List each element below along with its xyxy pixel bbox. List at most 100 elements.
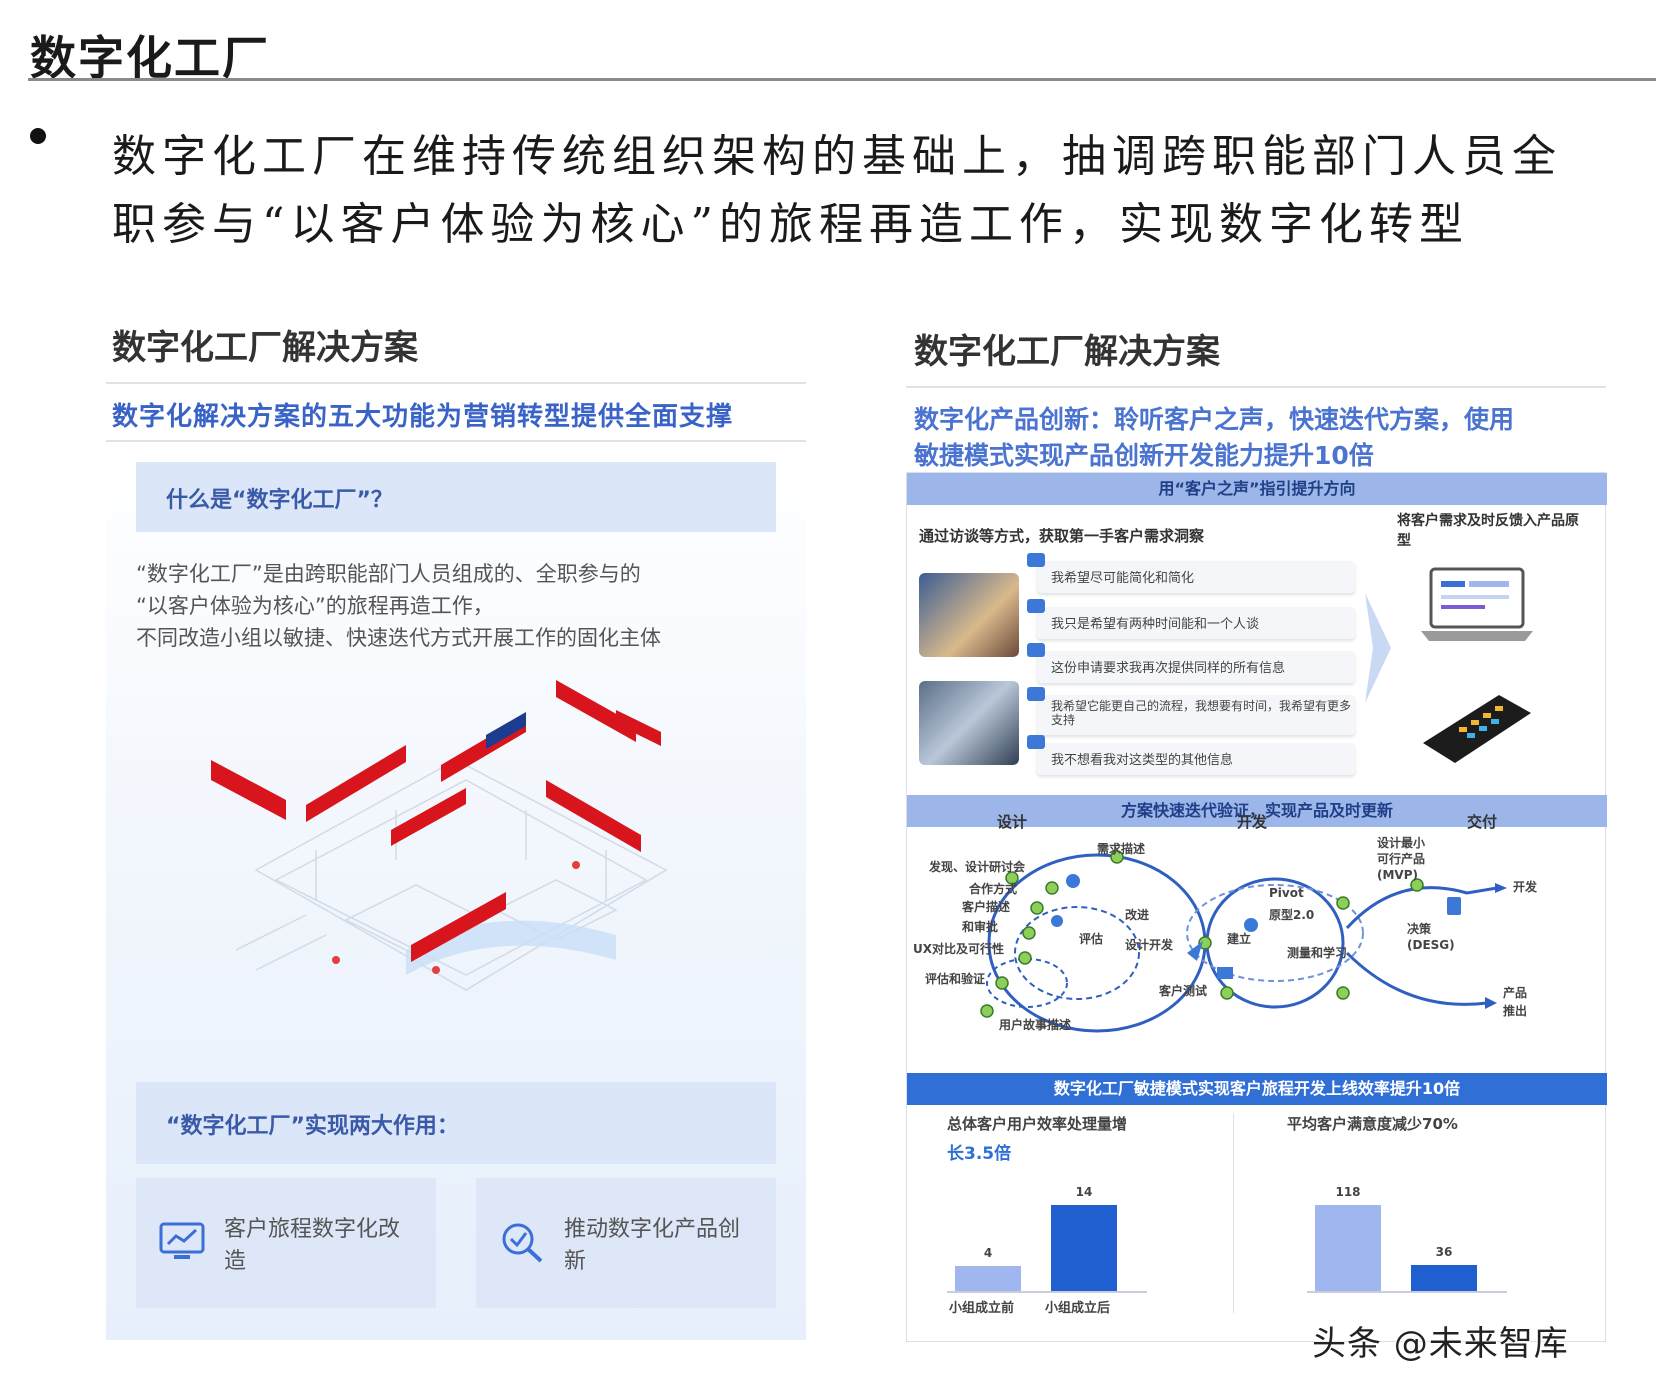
interview-caption: 通过访谈等方式，获取第一手客户需求洞察 <box>919 527 1205 545</box>
loop-label: 客户测试 <box>1158 983 1207 998</box>
chart-category-label: 小组成立后 <box>1045 1301 1111 1316</box>
what-is-box: 什么是“数字化工厂”？ <box>136 462 776 532</box>
laptop-icon <box>1421 567 1533 641</box>
role-card-product: 推动数字化产品创新 <box>476 1178 776 1308</box>
bullet-text-line-2: 职参与“以客户体验为核心”的旅程再造工作，实现数字化转型 <box>112 199 1469 250</box>
loop-label: 和审批 <box>961 919 998 934</box>
isometric-factory-illustration <box>211 680 668 991</box>
chart-value-label: 4 <box>983 1246 993 1260</box>
speech-bubble-icon <box>1027 599 1045 613</box>
loop-label: 设计最小 <box>1377 835 1425 850</box>
chart-baseline <box>947 1291 1147 1293</box>
result-caption-satisfaction: 平均客户满意度减少70% <box>1287 1115 1458 1133</box>
loop-label: 原型2.0 <box>1269 907 1314 922</box>
phase-design: 设计 <box>997 813 1028 831</box>
loop-label: 改进 <box>1125 907 1149 922</box>
chart-baseline <box>1307 1291 1507 1293</box>
loop-label: 设计开发 <box>1125 937 1174 952</box>
watermark: 头条 @未来智库 <box>1312 1324 1569 1364</box>
customer-quote: 这份申请要求我再次提供同样的所有信息 <box>1027 643 1355 683</box>
two-roles-label: “数字化工厂”实现两大作用： <box>166 1114 459 1139</box>
bullet-text-line-1: 数字化工厂在维持传统组织架构的基础上，抽调跨职能部门人员全 <box>112 131 1562 182</box>
left-panel-title: 数字化工厂解决方案 <box>112 328 418 368</box>
result-caption-throughput: 总体客户用户效率处理量增 <box>947 1115 1128 1133</box>
meeting-photo <box>919 573 1019 657</box>
loop-label: 用户故事描述 <box>998 1017 1071 1032</box>
right-solution-panel: 数字化工厂解决方案 数字化产品创新：聆听客户之声，快速迭代方案，使用 敏捷模式实… <box>906 300 1607 1345</box>
loop-label: 建立 <box>1226 931 1251 946</box>
definition-line: 不同改造小组以敏捷、快速迭代方式开展工作的固化主体 <box>136 626 661 650</box>
chevron-right-icon <box>1365 593 1391 703</box>
loop-label: 推出 <box>1503 1003 1527 1018</box>
section-header-voice: 用“客户之声”指引提升方向 <box>907 473 1607 505</box>
two-roles-box: “数字化工厂”实现两大作用： <box>136 1082 776 1164</box>
results-divider <box>1233 1113 1234 1313</box>
customer-quote: 我希望尽可能简化和简化 <box>1027 553 1355 593</box>
screen-chart-icon <box>159 1222 205 1259</box>
iteration-loop-diagram: 发现、设计研讨会 合作方式 客户描述 和审批 UX对比及可行性 评估和验证 需求… <box>913 835 1538 1033</box>
left-panel-subtitle: 数字化解决方案的五大功能为营销转型提供全面支撑 <box>112 402 734 432</box>
loop-label: 评估 <box>1079 931 1103 946</box>
role-card-label: 推动数字化产品创新 <box>564 1217 741 1274</box>
loop-label: (MVP) <box>1377 868 1418 882</box>
chart-bar <box>1315 1205 1381 1291</box>
role-card-journey: 客户旅程数字化改造 <box>136 1178 436 1308</box>
right-panel-title: 数字化工厂解决方案 <box>914 332 1220 372</box>
role-card-label: 客户旅程数字化改造 <box>224 1217 401 1274</box>
loop-label: 测量和学习 <box>1287 945 1347 960</box>
innovation-infographic: 用“客户之声”指引提升方向 通过访谈等方式，获取第一手客户需求洞察 将客户需求及… <box>906 472 1607 1342</box>
result-caption-throughput-highlight: 长3.5倍 <box>947 1144 1012 1164</box>
loop-label: 合作方式 <box>969 881 1017 896</box>
loop-label: 客户描述 <box>961 899 1010 914</box>
customer-quote: 我只是希望有两种时间能和一个人谈 <box>1027 599 1355 639</box>
loop-label: Pivot <box>1269 886 1304 900</box>
right-panel-subtitle-line: 数字化产品创新：聆听客户之声，快速迭代方案，使用 <box>914 405 1515 434</box>
meeting-photo <box>919 681 1019 765</box>
what-is-label: 什么是“数字化工厂”？ <box>166 488 393 513</box>
quote-text: 我希望尽可能简化和简化 <box>1051 571 1195 586</box>
loop-label: 发现、设计研讨会 <box>928 859 1026 874</box>
speech-bubble-icon <box>1027 687 1045 701</box>
feedback-caption: 将客户需求及时反馈入产品原型 <box>1397 513 1579 549</box>
loop-label: 产品 <box>1503 985 1527 1000</box>
loop-label: 开发 <box>1513 879 1538 894</box>
magnifier-check-icon <box>502 1223 543 1263</box>
loop-label: 可行产品 <box>1377 851 1425 866</box>
left-divider <box>106 440 806 442</box>
chart-category-label: 小组成立前 <box>949 1301 1015 1316</box>
right-panel-subtitle-line: 敏捷模式实现产品创新开发能力提升10倍 <box>914 441 1374 470</box>
chart-bar <box>1051 1205 1117 1291</box>
tablet-icon <box>1423 695 1531 763</box>
speech-bubble-icon <box>1027 735 1045 749</box>
chart-bar <box>1411 1265 1477 1291</box>
quote-text: 我不想看我对这类型的其他信息 <box>1051 753 1234 768</box>
loop-label: 需求描述 <box>1097 841 1145 856</box>
title-rule <box>28 78 1656 81</box>
definition-line: “以客户体验为核心”的旅程再造工作， <box>136 594 494 618</box>
loop-label: 决策 <box>1407 921 1432 936</box>
bullet-dot <box>30 128 46 144</box>
page-title: 数字化工厂 <box>30 31 270 85</box>
speech-bubble-icon <box>1027 643 1045 657</box>
quote-text: 我希望它能更自己的流程，我想要有时间，我希望有更多支持 <box>1051 699 1352 727</box>
phase-deliver: 交付 <box>1467 813 1498 831</box>
chart-value-label: 14 <box>1075 1185 1093 1199</box>
left-divider <box>106 382 806 384</box>
speech-bubble-icon <box>1027 553 1045 567</box>
throughput-bar-chart: 4 小组成立前 14 小组成立后 <box>947 1163 1147 1316</box>
chart-bar <box>955 1266 1021 1291</box>
chart-value-label: 118 <box>1335 1185 1361 1199</box>
section-header-iteration: 方案快速迭代验证，实现产品及时更新 <box>907 795 1607 827</box>
customer-quote: 我希望它能更自己的流程，我想要有时间，我希望有更多支持 <box>1027 687 1355 735</box>
quote-text: 这份申请要求我再次提供同样的所有信息 <box>1051 661 1286 676</box>
phase-develop: 开发 <box>1237 813 1268 831</box>
right-divider <box>906 386 1606 388</box>
quote-text: 我只是希望有两种时间能和一个人谈 <box>1051 617 1260 632</box>
section-header-results: 数字化工厂敏捷模式实现客户旅程开发上线效率提升10倍 <box>907 1073 1607 1105</box>
loop-label: UX对比及可行性 <box>913 941 1004 956</box>
left-solution-panel: 数字化工厂解决方案 数字化解决方案的五大功能为营销转型提供全面支撑 什么是“数字… <box>106 300 806 1340</box>
definition-line: “数字化工厂”是由跨职能部门人员组成的、全职参与的 <box>136 562 641 586</box>
loop-label: (DESG) <box>1407 938 1455 952</box>
loop-label: 评估和验证 <box>925 971 985 986</box>
